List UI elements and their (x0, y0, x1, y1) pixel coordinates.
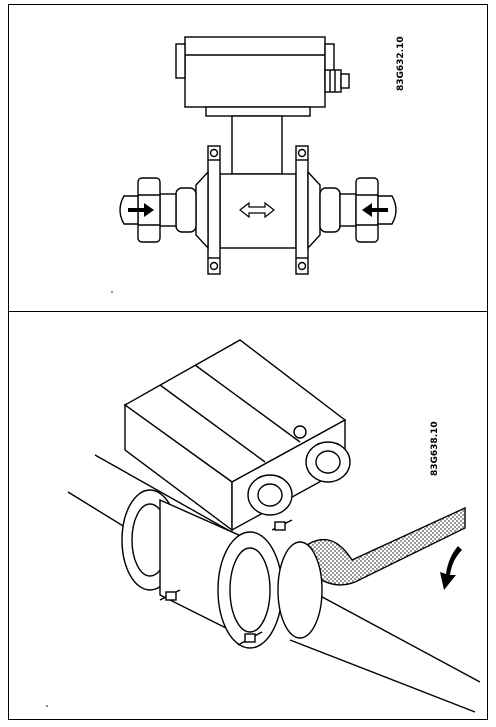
housing-neck (231, 115, 283, 175)
marker-dot (111, 291, 113, 293)
pipe-insulation (299, 506, 466, 586)
flange-ring-right (217, 531, 323, 649)
flow-arrow-icon (128, 203, 388, 217)
flange-right (307, 170, 321, 250)
install-direction-arrow-icon (440, 546, 462, 590)
clamp-bolt-icon (159, 519, 293, 646)
clamp-rod-right (295, 145, 309, 275)
flange-left (195, 170, 209, 250)
marker-dot (46, 705, 48, 707)
figure-frame (8, 4, 488, 720)
drawing-code: 83G632.10 (396, 36, 406, 91)
screw-icon (293, 425, 307, 439)
flowmeter-installation-view (67, 339, 481, 713)
flowmeter-front-view (119, 36, 397, 275)
pipe-coupling-right (319, 177, 397, 243)
transmitter-housing (175, 36, 335, 117)
cable-gland-icon (247, 441, 351, 516)
pipe-coupling-left (119, 177, 197, 243)
drawing-code: 83G638.10 (430, 421, 440, 476)
bidirectional-arrow-icon (239, 201, 275, 219)
panel-divider (8, 311, 488, 312)
clamp-rod-left (207, 145, 221, 275)
cable-gland-icon (324, 69, 350, 93)
